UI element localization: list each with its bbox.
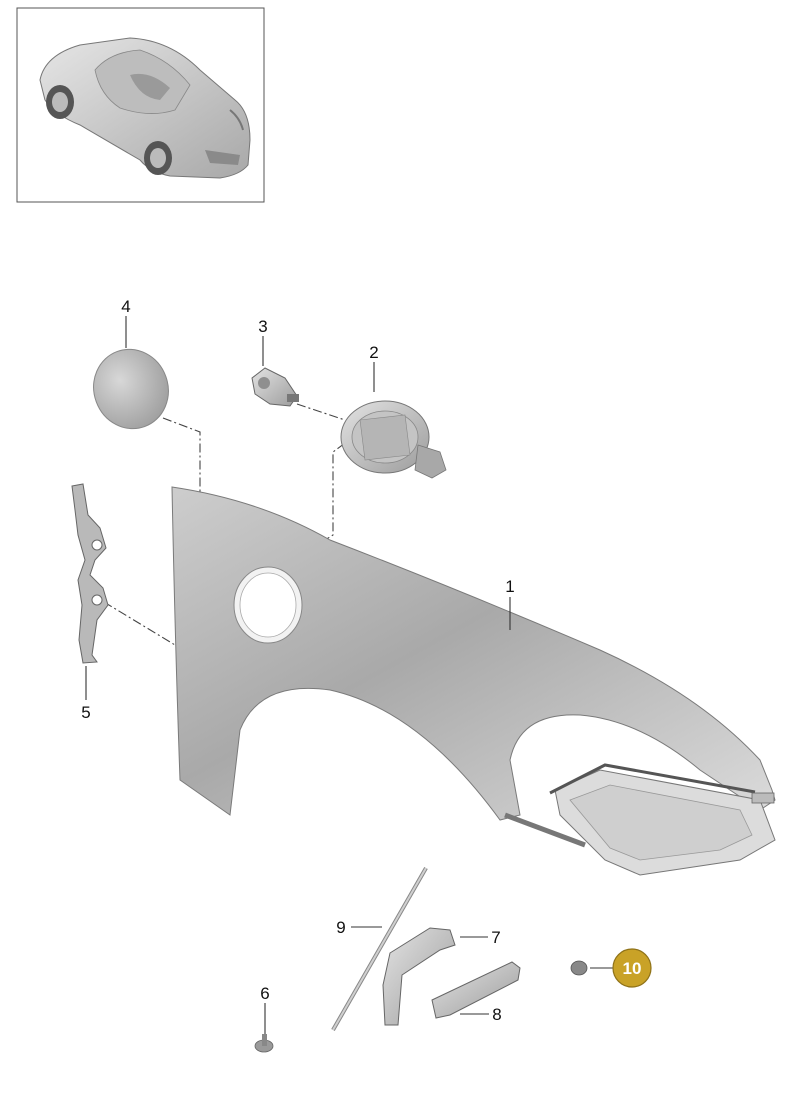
vehicle-thumbnail bbox=[16, 7, 265, 203]
callouts: 1 2 3 4 5 6 7 8 9 10 bbox=[81, 297, 652, 1024]
callout-1: 1 bbox=[505, 577, 514, 596]
callout-5: 5 bbox=[81, 703, 90, 722]
callout-10: 10 bbox=[623, 959, 642, 978]
part-10-clip bbox=[570, 960, 588, 976]
part-9-seal bbox=[331, 867, 428, 1031]
part-4-fuel-flap bbox=[93, 348, 169, 430]
callout-2: 2 bbox=[369, 343, 378, 362]
part-7-support bbox=[382, 927, 456, 1026]
part-1-fender bbox=[171, 486, 776, 876]
part-3-actuator bbox=[251, 367, 299, 407]
callout-10-badge[interactable]: 10 bbox=[612, 948, 652, 988]
leader-lines bbox=[85, 316, 614, 1034]
callout-3: 3 bbox=[258, 317, 267, 336]
part-6-screw bbox=[254, 1034, 274, 1053]
part-2-filler-housing bbox=[340, 400, 447, 479]
car-illustration bbox=[39, 37, 251, 179]
part-5-bracket bbox=[71, 483, 109, 664]
part-8-strip bbox=[431, 961, 521, 1019]
callout-4: 4 bbox=[121, 297, 130, 316]
callout-7: 7 bbox=[491, 928, 500, 947]
highlight-badge bbox=[612, 948, 652, 988]
callout-9: 9 bbox=[336, 918, 345, 937]
callout-8: 8 bbox=[492, 1005, 501, 1024]
callout-6: 6 bbox=[260, 984, 269, 1003]
